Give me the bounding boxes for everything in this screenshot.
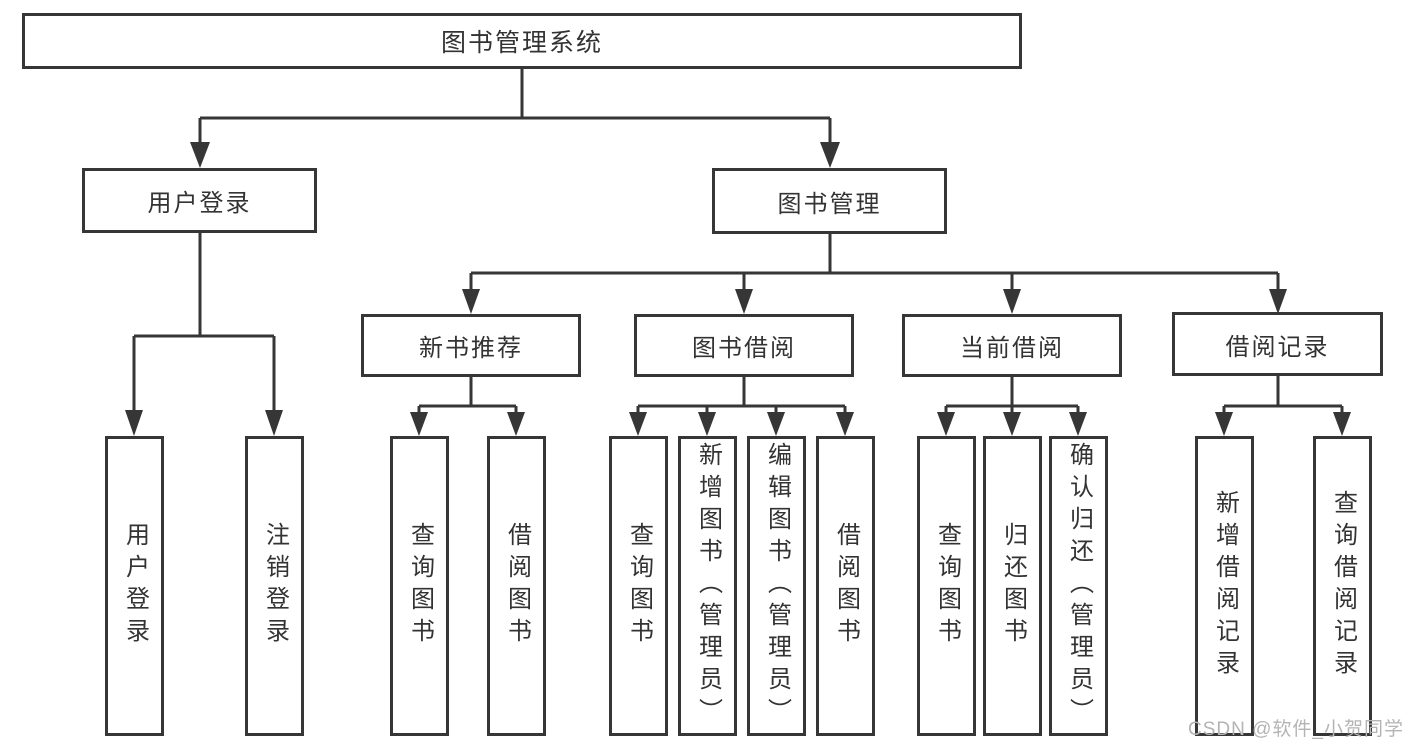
leaf-query-books: 查询图书 bbox=[609, 436, 668, 736]
leaf-confirm-return-admin: 确认归还（管理员） bbox=[1049, 436, 1108, 736]
leaf-logout: 注销登录 bbox=[245, 436, 304, 736]
leaf-label: 查询图书 bbox=[933, 522, 961, 650]
leaf-label: 查询借阅记录 bbox=[1329, 490, 1357, 682]
csdn-watermark: CSDN @软件_小贺同学 bbox=[1188, 719, 1404, 740]
node-label: 图书管理 bbox=[777, 190, 882, 218]
arrowhead bbox=[735, 289, 753, 314]
leaf-query-books: 查询图书 bbox=[917, 436, 976, 736]
leaf-user-login: 用户登录 bbox=[105, 436, 164, 736]
arrowhead bbox=[1069, 412, 1087, 436]
arrowhead bbox=[629, 412, 647, 436]
leaf-borrow-books: 借阅图书 bbox=[487, 436, 546, 736]
arrowhead bbox=[698, 412, 716, 436]
leaf-label: 借阅图书 bbox=[832, 522, 860, 650]
arrowhead bbox=[410, 412, 428, 436]
arrowhead bbox=[507, 412, 525, 436]
arrowhead bbox=[820, 142, 840, 168]
arrowhead bbox=[265, 410, 283, 436]
arrowhead bbox=[1003, 412, 1021, 436]
node-new-book-recommend: 新书推荐 bbox=[361, 314, 581, 377]
arrowhead bbox=[937, 412, 955, 436]
node-book-management: 图书管理 bbox=[712, 168, 947, 234]
node-user-login: 用户登录 bbox=[82, 168, 317, 233]
node-label: 借阅记录 bbox=[1225, 333, 1330, 361]
node-label: 新书推荐 bbox=[419, 335, 523, 362]
arrowhead bbox=[462, 289, 480, 314]
arrowhead bbox=[836, 412, 854, 436]
arrowhead bbox=[1333, 412, 1351, 436]
node-current-borrow: 当前借阅 bbox=[902, 314, 1122, 377]
leaf-label: 查询图书 bbox=[406, 522, 434, 650]
arrowhead bbox=[1003, 289, 1021, 314]
leaf-label: 新增图书（管理员） bbox=[694, 442, 722, 730]
leaf-return-books: 归还图书 bbox=[983, 436, 1042, 736]
leaf-label: 确认归还（管理员） bbox=[1065, 442, 1093, 730]
node-root-system: 图书管理系统 bbox=[22, 13, 1022, 69]
node-label: 图书借阅 bbox=[692, 335, 796, 362]
leaf-query-books: 查询图书 bbox=[390, 436, 449, 736]
leaf-add-books-admin: 新增图书（管理员） bbox=[678, 436, 737, 736]
arrowhead bbox=[190, 142, 210, 168]
node-label: 当前借阅 bbox=[960, 335, 1064, 362]
leaf-borrow-books: 借阅图书 bbox=[816, 436, 875, 736]
leaf-label: 注销登录 bbox=[261, 522, 289, 650]
node-label: 用户登录 bbox=[147, 190, 252, 217]
leaf-label: 归还图书 bbox=[999, 522, 1027, 650]
leaf-label: 查询图书 bbox=[625, 522, 653, 650]
arrowhead bbox=[125, 410, 143, 436]
node-book-borrow: 图书借阅 bbox=[634, 314, 854, 377]
arrowhead bbox=[767, 412, 785, 436]
arrowhead bbox=[1215, 412, 1233, 436]
leaf-query-borrow-record: 查询借阅记录 bbox=[1313, 436, 1372, 736]
leaf-label: 用户登录 bbox=[121, 522, 149, 650]
leaf-label: 新增借阅记录 bbox=[1211, 490, 1239, 682]
node-root-label: 图书管理系统 bbox=[440, 29, 603, 57]
leaf-edit-books-admin: 编辑图书（管理员） bbox=[747, 436, 806, 736]
leaf-add-borrow-record: 新增借阅记录 bbox=[1195, 436, 1254, 736]
leaf-label: 编辑图书（管理员） bbox=[763, 442, 791, 730]
arrowhead bbox=[1269, 289, 1287, 314]
node-borrow-records: 借阅记录 bbox=[1172, 312, 1383, 376]
leaf-label: 借阅图书 bbox=[503, 522, 531, 650]
